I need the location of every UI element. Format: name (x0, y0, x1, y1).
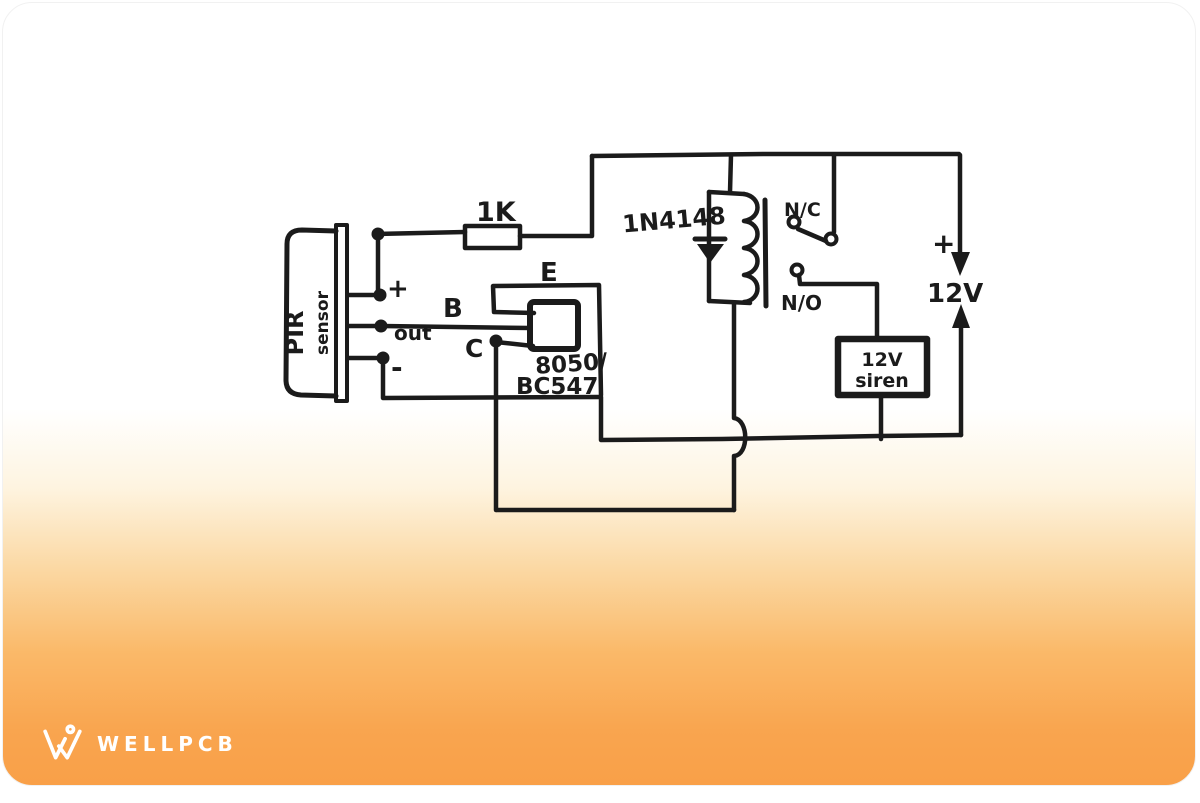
no-to-siren-wire (796, 272, 880, 342)
supply-down-arrowhead (951, 252, 970, 276)
relay-core-line (762, 197, 769, 309)
wires (345, 151, 964, 513)
siren-box (834, 335, 931, 399)
emitter-wire (490, 282, 604, 398)
brand-text: WELLPCB (97, 732, 238, 756)
base-label: B (443, 294, 463, 324)
pir-minus-wire (380, 356, 603, 401)
pir-sensor-plate (334, 223, 349, 403)
no-contact-circle (789, 262, 805, 278)
transistor-part-line2: BC547 (516, 374, 598, 400)
resistor-1k-body (462, 223, 523, 251)
circuit-schematic: PIR sensor + out - 1K E B C 8050/ BC547 … (281, 151, 983, 513)
diode-1n4148-triangle (697, 244, 724, 263)
collector-label: C (465, 334, 483, 363)
no-label: N/O (781, 291, 822, 315)
wellpcb-logo: WELLPCB (39, 723, 238, 765)
siren-label-line2: siren (855, 370, 909, 392)
supply-plus-label: + (932, 227, 955, 260)
top-rail-wire (589, 151, 962, 159)
wellpcb-logo-icon (43, 724, 82, 760)
pir-label-line2: sensor (313, 290, 333, 355)
pir-minus-label: - (391, 351, 403, 384)
resistor-right-wire (517, 153, 595, 239)
emitter-label: E (540, 258, 558, 288)
resistor-left-wire (375, 229, 468, 237)
relay-bottom-wire-hop (731, 300, 748, 513)
gradient-card: PIR sensor + out - 1K E B C 8050/ BC547 … (2, 2, 1196, 786)
nc-label: N/C (784, 199, 821, 221)
pir-label-line1: PIR (281, 311, 309, 356)
ground-wire (598, 394, 964, 443)
supply-voltage-label: 12V (927, 279, 983, 309)
base-wire (379, 323, 533, 331)
relay-coil (692, 189, 769, 309)
supply-up-arrowhead (952, 304, 970, 328)
pir-out-label: out (394, 321, 432, 345)
junction-dots (371, 227, 503, 365)
transistor-box (527, 299, 581, 352)
nc-contact-circle (786, 214, 802, 230)
switch-lever (795, 226, 829, 244)
coil-turns (741, 191, 760, 305)
siren-label-line1: 12V (861, 349, 902, 371)
resistor-label: 1K (476, 197, 517, 228)
pir-sensor-body (283, 227, 339, 399)
transistor-part-line1: 8050/ (534, 349, 609, 380)
pir-plus-label: + (387, 274, 409, 304)
common-contact-circle (823, 231, 839, 247)
relay-feed-wire (727, 152, 734, 195)
